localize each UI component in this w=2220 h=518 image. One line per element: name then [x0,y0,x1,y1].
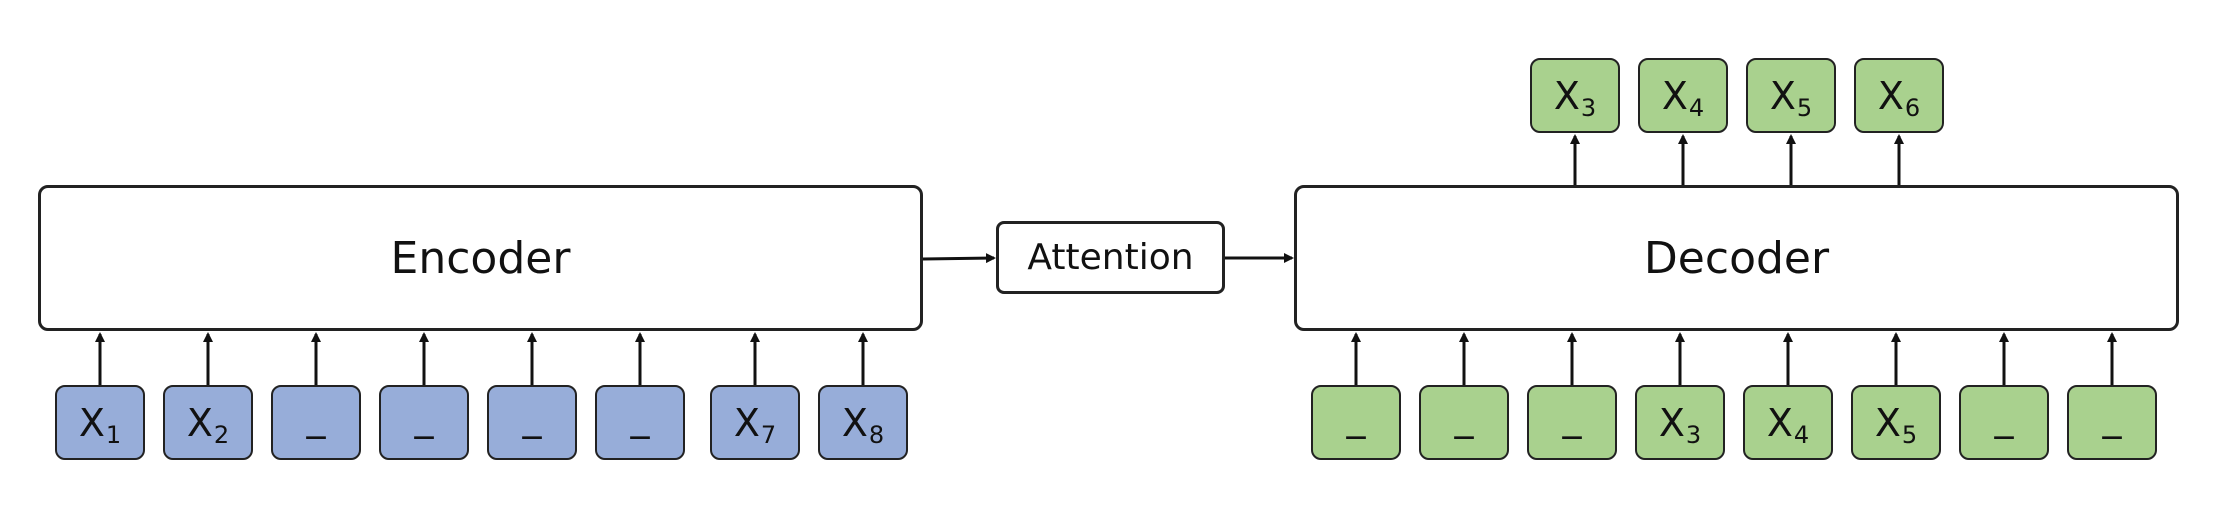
mask-token: _ [1959,385,2049,460]
token-base: X [1553,73,1580,118]
token-base: X [1874,400,1901,445]
mask-token: _ [1527,385,1617,460]
mask-symbol: _ [522,394,542,439]
token-base: X [733,400,760,445]
mask-symbol: _ [1454,394,1474,439]
token-base: X [186,400,213,445]
mask-symbol: _ [630,394,650,439]
token-base: X [1658,400,1685,445]
token-subscript: 5 [1901,420,1918,449]
token-subscript: 1 [105,420,122,449]
mask-symbol: _ [2102,394,2122,439]
token-subscript: 6 [1904,93,1921,122]
attention-box: Attention [996,221,1225,294]
mask-symbol: _ [1994,394,2014,439]
token-subscript: 2 [213,420,230,449]
token-base: X [1661,73,1688,118]
mask-symbol: _ [1562,394,1582,439]
token-base: X [1877,73,1904,118]
mask-symbol: _ [306,394,326,439]
token-subscript: 8 [868,420,885,449]
mask-token: _ [2067,385,2157,460]
token-base: X [841,400,868,445]
mask-token: _ [379,385,469,460]
mask-token: _ [271,385,361,460]
mask-symbol: _ [1346,394,1366,439]
mask-token: _ [1419,385,1509,460]
mask-token: _ [595,385,685,460]
token-subscript: 7 [760,420,777,449]
token-base: X [1769,73,1796,118]
token-base: X [78,400,105,445]
token-subscript: 5 [1796,93,1813,122]
token-subscript: 4 [1793,420,1810,449]
mask-token: _ [487,385,577,460]
token-subscript: 3 [1685,420,1702,449]
mask-symbol: _ [414,394,434,439]
token-base: X [1766,400,1793,445]
encoder-to-attention-arrow [922,253,996,264]
token-subscript: 4 [1688,93,1705,122]
encoder-label: Encoder [390,232,571,284]
decoder-box: Decoder [1294,185,2179,331]
mask-token: _ [1311,385,1401,460]
token-subscript: 3 [1580,93,1597,122]
encoder-box: Encoder [38,185,923,331]
decoder-label: Decoder [1643,232,1830,284]
attention-label: Attention [1027,237,1194,278]
